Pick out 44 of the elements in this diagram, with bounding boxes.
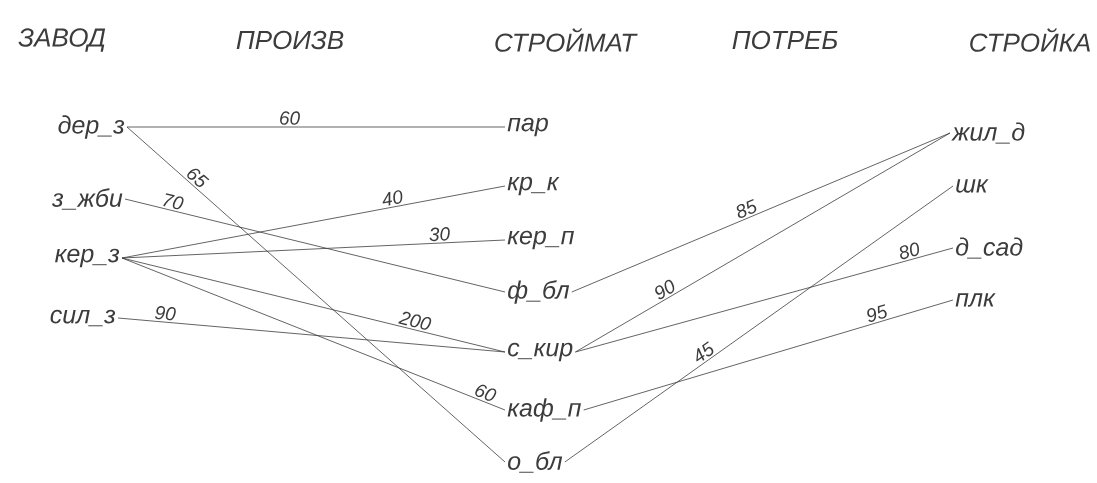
connector-line (121, 239, 506, 259)
column-heading: СТРОЙКА (970, 28, 1090, 52)
connector-line (126, 126, 506, 128)
node-label: кр_к (507, 176, 560, 196)
column-heading: ПРОИЗВ (236, 30, 344, 50)
edge-label: 90 (655, 279, 675, 300)
connector-line (124, 198, 506, 293)
column-heading: СТРОЙМАТ (495, 28, 638, 52)
node-label: ф_бл (508, 280, 570, 304)
connector-line (121, 257, 506, 411)
node-label: кер_п (507, 230, 574, 250)
edge-label: 60 (475, 384, 497, 401)
column-heading: ПОТРЕБ (732, 30, 838, 50)
edge-label: 95 (867, 304, 887, 322)
node-label: з_жби (51, 188, 123, 210)
connector-line (575, 132, 951, 353)
node-label: шк (956, 179, 989, 193)
connector-line (117, 317, 506, 353)
edge-label: 80 (899, 242, 919, 260)
node-label: дер_з (58, 115, 125, 139)
node-label: каф_п (507, 398, 581, 422)
node-label: жил_д (951, 122, 1025, 144)
node-label: сил_з (50, 309, 116, 327)
connector-line (571, 132, 951, 293)
node-label: о_бл (508, 451, 563, 473)
node-label: пар (507, 117, 548, 137)
edge-label: 85 (736, 198, 757, 219)
edge-label: 65 (187, 168, 210, 187)
node-label: д_сад (956, 237, 1023, 259)
edge-label: 90 (154, 306, 176, 321)
edge-label: 45 (696, 341, 714, 362)
edge-label: 60 (280, 111, 300, 125)
connector-line (126, 126, 506, 463)
node-label: плк (955, 293, 996, 307)
connector-line (575, 247, 954, 353)
edge-label: 70 (163, 193, 184, 210)
node-label: с_кир (508, 342, 573, 362)
connector-line (583, 299, 954, 411)
node-label: кер_з (55, 248, 120, 268)
connector-line (564, 185, 954, 463)
edge-label: 30 (429, 227, 450, 242)
edge-label: 200 (398, 311, 432, 330)
edge-label: 40 (382, 190, 403, 206)
column-heading: ЗАВОД (18, 28, 106, 52)
